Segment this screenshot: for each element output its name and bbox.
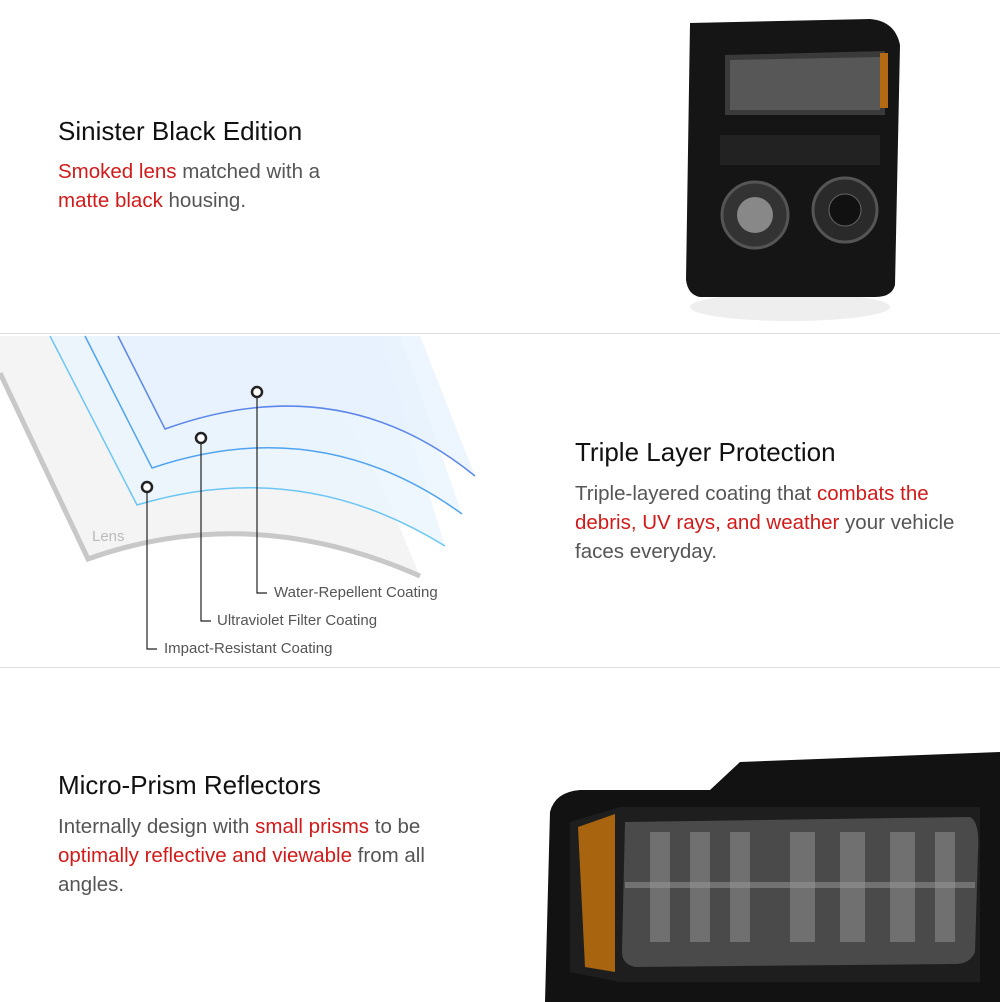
layer-label-uv-filter: Ultraviolet Filter Coating [217, 612, 378, 629]
headlight-closeup-image [545, 752, 1000, 1002]
section-title: Triple Layer Protection [575, 437, 836, 467]
section-title: Micro-Prism Reflectors [58, 770, 321, 800]
section-description: Internally design with small prisms to b… [58, 815, 425, 896]
coating-layers-diagram [0, 335, 476, 650]
section-triple-layer: Lens Water-Repellent Coating Ultraviolet… [0, 333, 1000, 668]
lens-label: Lens [92, 528, 125, 545]
layer-label-water-repellent: Water-Repellent Coating [274, 584, 438, 601]
section-micro-prism: Micro-Prism Reflectors Internally design… [0, 667, 1000, 1002]
section-description: Triple-layered coating that combats the … [575, 482, 955, 563]
headlight-front-image [686, 19, 900, 321]
layer-label-impact-resistant: Impact-Resistant Coating [164, 640, 333, 657]
section-sinister-black: Sinister Black Edition Smoked lens match… [0, 0, 1000, 333]
section-description: Smoked lens matched with a matte black h… [58, 160, 321, 212]
section-title: Sinister Black Edition [58, 116, 303, 146]
